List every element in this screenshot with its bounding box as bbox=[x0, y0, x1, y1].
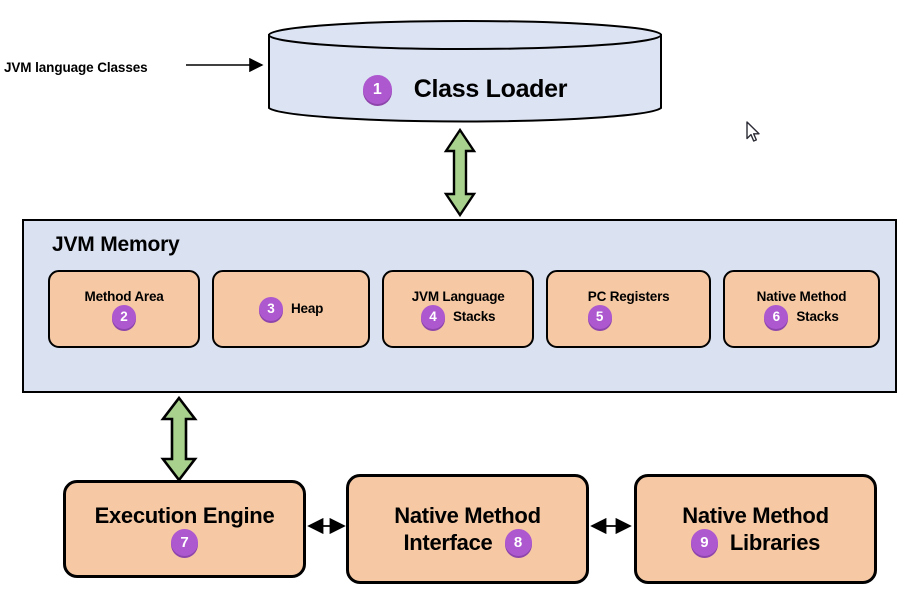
native-interface-label-1: Native Method bbox=[394, 502, 541, 528]
jvm-memory-container: JVM Memory Method Area 2 3 Heap bbox=[22, 219, 897, 393]
jvm-memory-boxes: Method Area 2 3 Heap JVM Language bbox=[48, 270, 881, 348]
step-badge-3: 3 bbox=[259, 297, 283, 321]
method-area-line-2: 2 bbox=[112, 304, 137, 329]
memory-box-heap[interactable]: 3 Heap bbox=[212, 270, 371, 348]
memory-box-method-area[interactable]: Method Area 2 bbox=[48, 270, 201, 348]
native-stacks-line-1: Native Method bbox=[757, 289, 847, 305]
jvm-stacks-label-1: JVM Language bbox=[411, 289, 505, 305]
jvm-memory-title: JVM Memory bbox=[52, 233, 180, 256]
jvm-stacks-line-1: JVM Language bbox=[412, 289, 505, 305]
class-loader-content: 1 Class Loader bbox=[268, 75, 662, 104]
step-badge-6: 6 bbox=[764, 304, 789, 329]
native-libraries-label-1: Native Method bbox=[682, 502, 829, 528]
class-loader-label: Class Loader bbox=[413, 75, 568, 103]
source-to-class-loader-arrow bbox=[186, 57, 264, 73]
execution-engine-line-1: Execution Engine bbox=[95, 502, 275, 530]
pc-registers-line-1: PC Registers bbox=[588, 289, 670, 305]
native-method-interface-node[interactable]: Native Method Interface 8 bbox=[346, 474, 589, 584]
class-loader-node[interactable]: 1 Class Loader bbox=[268, 20, 662, 123]
native-stacks-line-2: 6 Stacks bbox=[764, 304, 839, 329]
step-badge-7: 7 bbox=[171, 529, 198, 557]
native-stacks-label-1: Native Method bbox=[756, 289, 847, 305]
native-interface-line-2: Interface 8 bbox=[403, 529, 532, 557]
step-badge-9: 9 bbox=[690, 529, 718, 557]
step-badge-8: 8 bbox=[504, 529, 532, 557]
pc-registers-label: PC Registers bbox=[587, 289, 670, 305]
heap-line-1: 3 Heap bbox=[259, 297, 323, 321]
step-badge-5: 5 bbox=[587, 304, 612, 329]
execution-engine-label: Execution Engine bbox=[94, 502, 275, 528]
pc-registers-line-2: 5 bbox=[587, 304, 612, 329]
jvm-stacks-line-2: 4 Stacks bbox=[420, 304, 496, 329]
class-loader-to-jvm-memory-arrow bbox=[443, 127, 477, 218]
memory-box-native-method-stacks[interactable]: Native Method 6 Stacks bbox=[723, 270, 881, 348]
jvm-stacks-label-2: Stacks bbox=[452, 308, 496, 324]
native-method-libraries-node[interactable]: Native Method 9 Libraries bbox=[634, 474, 877, 584]
execution-engine-node[interactable]: Execution Engine 7 bbox=[63, 480, 306, 578]
execution-engine-to-native-interface-arrow bbox=[307, 517, 346, 535]
memory-box-pc-registers[interactable]: PC Registers 5 bbox=[546, 270, 712, 348]
native-libraries-line-2: 9 Libraries bbox=[690, 529, 821, 557]
memory-box-jvm-language-stacks[interactable]: JVM Language 4 Stacks bbox=[382, 270, 535, 348]
native-stacks-label-2: Stacks bbox=[796, 308, 839, 324]
native-libraries-line-1: Native Method bbox=[682, 502, 829, 530]
step-badge-1: 1 bbox=[362, 75, 392, 104]
method-area-line-1: Method Area bbox=[85, 289, 164, 305]
cylinder-shape bbox=[268, 20, 662, 123]
mouse-pointer-icon bbox=[746, 121, 760, 142]
native-interface-label-2: Interface bbox=[403, 530, 493, 555]
native-libraries-label-2: Libraries bbox=[729, 530, 821, 555]
execution-engine-line-2: 7 bbox=[171, 529, 198, 557]
native-interface-line-1: Native Method bbox=[394, 502, 541, 530]
heap-label: Heap bbox=[291, 301, 324, 317]
jvm-memory-to-execution-engine-arrow bbox=[160, 395, 198, 483]
native-interface-to-native-libraries-arrow bbox=[590, 517, 632, 535]
method-area-label: Method Area bbox=[84, 289, 164, 305]
step-badge-4: 4 bbox=[420, 304, 445, 329]
step-badge-2: 2 bbox=[112, 304, 137, 329]
jvm-language-classes-label: JVM language Classes bbox=[4, 60, 148, 75]
